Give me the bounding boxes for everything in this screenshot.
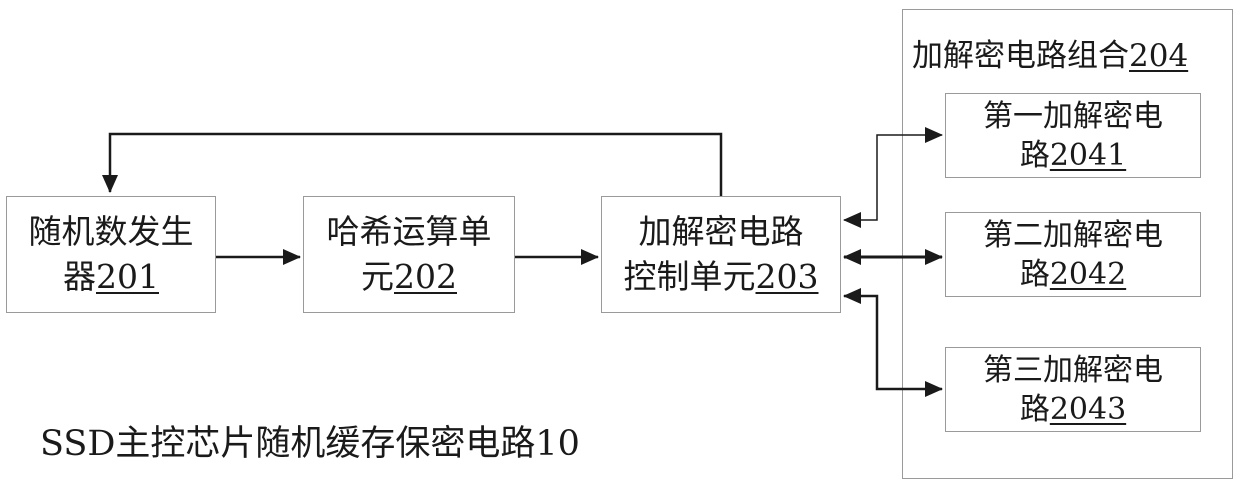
encryption-control-unit-block: 加解密电路 控制单元203 <box>601 196 841 313</box>
encryption-circuit-3-block: 第三加解密电 路2043 <box>945 347 1201 432</box>
enc2-label-line1: 第二加解密电 <box>983 217 1163 253</box>
rng-label-line1: 随机数发生 <box>28 211 194 251</box>
ctrl-label-line1: 加解密电路 <box>638 211 804 251</box>
enc1-label-line2: 路2041 <box>1019 137 1127 173</box>
group-title: 加解密电路组合204 <box>912 38 1189 74</box>
enc3-label-line1: 第三加解密电 <box>983 352 1163 388</box>
enc1-label-line1: 第一加解密电 <box>983 98 1163 134</box>
encryption-circuit-1-block: 第一加解密电 路2041 <box>945 93 1201 178</box>
ctrl-label-line2: 控制单元203 <box>623 256 819 296</box>
ctrl-enc1-link <box>843 127 943 228</box>
encryption-circuit-group <box>902 9 1233 479</box>
hash-label-line2: 元202 <box>361 256 457 296</box>
random-number-generator-block: 随机数发生 器201 <box>6 196 216 313</box>
feedback-arrow <box>102 132 723 196</box>
hash-label-line1: 哈希运算单 <box>326 211 492 251</box>
enc3-label-line2: 路2043 <box>1019 391 1127 427</box>
hash-unit-block: 哈希运算单 元202 <box>303 196 515 313</box>
encryption-circuit-2-block: 第二加解密电 路2042 <box>945 212 1201 297</box>
ctrl-enc3-link <box>843 288 943 397</box>
diagram-caption: SSD主控芯片随机缓存保密电路10 <box>40 424 580 464</box>
enc2-label-line2: 路2042 <box>1019 256 1127 292</box>
rng-label-line2: 器201 <box>63 256 159 296</box>
